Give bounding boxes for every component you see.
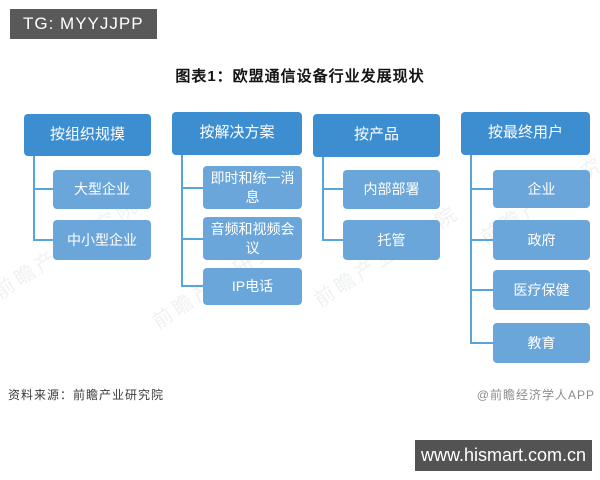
connector-hline xyxy=(33,239,53,241)
connector-hline xyxy=(470,289,493,291)
connector-hline xyxy=(322,239,343,241)
category-item: 内部部署 xyxy=(343,170,440,209)
app-credit: @前瞻经济学人APP xyxy=(476,388,595,402)
connector-vline xyxy=(470,155,472,344)
source-note: 资料来源：前瞻产业研究院 xyxy=(8,388,165,402)
connector-hline xyxy=(181,187,203,189)
tg-badge: TG: MYYJJPP xyxy=(10,9,157,39)
category-item: IP电话 xyxy=(203,268,302,305)
category-item: 中小型企业 xyxy=(53,220,151,260)
category-item: 医疗保健 xyxy=(493,270,590,310)
connector-vline xyxy=(33,156,35,241)
category-item: 托管 xyxy=(343,220,440,260)
category-header: 按产品 xyxy=(313,114,440,157)
category-item: 企业 xyxy=(493,170,590,208)
category-item: 即时和统一消息 xyxy=(203,166,302,209)
connector-hline xyxy=(181,285,203,287)
connector-hline xyxy=(470,342,493,344)
connector-hline xyxy=(181,238,203,240)
page-title: 图表1：欧盟通信设备行业发展现状 xyxy=(175,68,425,85)
category-item: 音频和视频会议 xyxy=(203,217,302,260)
category-header: 按最终用户 xyxy=(461,112,590,155)
category-header: 按组织规摸 xyxy=(24,114,151,156)
category-item: 教育 xyxy=(493,323,590,363)
connector-vline xyxy=(181,155,183,287)
category-header: 按解决方案 xyxy=(172,112,302,155)
connector-hline xyxy=(470,239,493,241)
category-item: 政府 xyxy=(493,220,590,260)
connector-hline xyxy=(470,188,493,190)
category-item: 大型企业 xyxy=(53,170,151,209)
connector-hline xyxy=(33,188,53,190)
website-bar: www.hismart.com.cn xyxy=(415,440,592,471)
connector-vline xyxy=(322,157,324,241)
connector-hline xyxy=(322,188,343,190)
